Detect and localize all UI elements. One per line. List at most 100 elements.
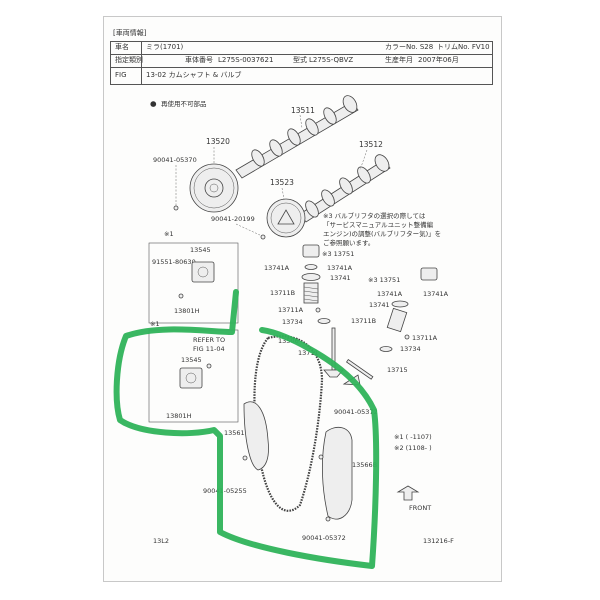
refer-line-2: FIG 11-04 [193,345,225,353]
chassis-value: L275S-0037621 [218,56,274,64]
label-90041-05255: 90041-05255 [203,487,247,495]
label-13512: 13512 [359,140,383,149]
camshaft-13512 [299,154,391,223]
label-13801H-a: 13801H [174,307,200,315]
front-arrow-icon [396,485,420,501]
bolt-90041-05370 [173,205,179,211]
label-13711B-b: 13711B [351,317,376,325]
trim-label: トリムNo. FV10 [437,43,490,51]
mark-1b: ※1 [150,320,160,328]
date-value: 2007年06月 [418,56,459,64]
date-label: 生産年月 [385,56,413,64]
spec-label: 指定類別 [115,56,143,64]
label-91551-80630: 91551-80630 [152,258,196,266]
retainer-13741-a [301,273,321,281]
label-13741A-a: 13741A [264,264,290,272]
header-rule-right [492,41,493,84]
vvt-sprocket-13520 [189,163,239,213]
label-13561: 13561 [224,429,245,437]
lifter-13751-b [420,267,438,281]
label-90041-05372-a: 90041-05372 [334,408,378,416]
tensioner-arm-13566B [321,426,353,520]
label-90041-05372-b: 90041-05372 [302,534,346,542]
range-note-1: ※1 ( -1107) [394,433,432,441]
type-label: 型式 [293,56,307,64]
label-13801H-b: 13801H [166,412,192,420]
valve-13711 [323,327,344,378]
type-value: L275S-QBVZ [309,56,354,64]
tensioner-13545-b [179,367,203,389]
label-13711A-a: 13711A [278,306,304,314]
chassis-label: 車体番号 [185,56,213,64]
footer-right-code: 131216-F [423,537,454,545]
label-13751-b: ※3 13751 [368,276,400,284]
keeper-13741A-a [304,264,318,270]
note-line-3: エンジン)の調整(バルブリフター気)」を [323,229,441,238]
seat-13734-b [379,346,393,352]
bolt-90041-20199 [260,234,266,240]
label-13741A-c: 13741A [377,290,403,298]
retainer-13741-b [391,300,409,308]
section-title: [車両情報] [113,29,147,37]
label-13711B-a: 13711B [270,289,295,297]
label-13545-a: 13545 [190,246,211,254]
header-rule-2 [110,67,493,68]
label-13734-b: 13734 [400,345,421,353]
mark-1: ※1 [164,230,174,238]
cam-sprocket-13523 [266,198,306,238]
front-label: FRONT [409,504,431,512]
label-90041-20199: 90041-20199 [211,215,255,223]
model-value: ミラ(1701) [146,43,184,51]
header-rule-3 [110,84,493,85]
leader-13511 [299,114,303,129]
note-line-4: ご参照願います。 [323,238,374,247]
chain-guide-13561 [243,401,269,471]
camshaft-13511 [235,95,359,179]
label-13545-b: 13545 [181,356,202,364]
bolt-13545-b [206,363,212,369]
green-annotation-outline [113,289,380,569]
bolt-91551-80630 [178,293,184,299]
seal-13711A-a [315,307,321,313]
fig-label: FIG [115,71,127,79]
bolt-90041-05255 [242,455,248,461]
label-13566B: 13566B [352,461,377,469]
leader-13523 [281,187,285,200]
color-label: カラーNo. S28 [385,43,434,51]
label-13520: 13520 [206,137,230,146]
label-13715: 13715 [387,366,408,374]
label-13711: 13711 [298,349,319,357]
header-rule-left [110,41,111,84]
seat-13734-a [317,318,331,324]
label-13711A-b: 13711A [412,334,438,342]
label-13734-a: 13734 [282,318,303,326]
header-rule-top [110,41,493,42]
header-rule-1 [110,54,493,55]
spring-13711B-b [386,307,408,333]
label-13741-b: 13741 [369,301,390,309]
refer-line-1: REFER TO [193,336,225,344]
leader-13512 [359,149,368,171]
leader-90041-20199 [235,223,263,237]
range-note-2: ※2 (1108- ) [394,444,432,452]
tensioner-13545-a [191,261,215,283]
tensioner-box-1 [148,242,239,324]
fig-value: 13-02 カムシャフト & バルブ [146,71,242,79]
spring-13711B-a [303,282,319,304]
label-13741A-d: 13741A [423,290,449,298]
legend-bullet: ● [150,99,157,108]
note-line-2: 「サービスマニュアルユニット整備編 [323,220,434,229]
seal-13711A-b [404,334,410,340]
bolt-90041-05372-b [325,516,331,522]
label-13523: 13523 [270,178,294,187]
header-col-div [141,41,142,84]
bolt-90041-05372-a [318,454,324,460]
label-90041-05370: 90041-05370 [153,156,197,164]
model-label: 車名 [115,43,129,51]
label-13741A-b: 13741A [327,264,353,272]
label-13741-a: 13741 [330,274,351,282]
legend-text: 再使用不可部品 [161,99,207,108]
lifter-13751-a [302,244,320,258]
